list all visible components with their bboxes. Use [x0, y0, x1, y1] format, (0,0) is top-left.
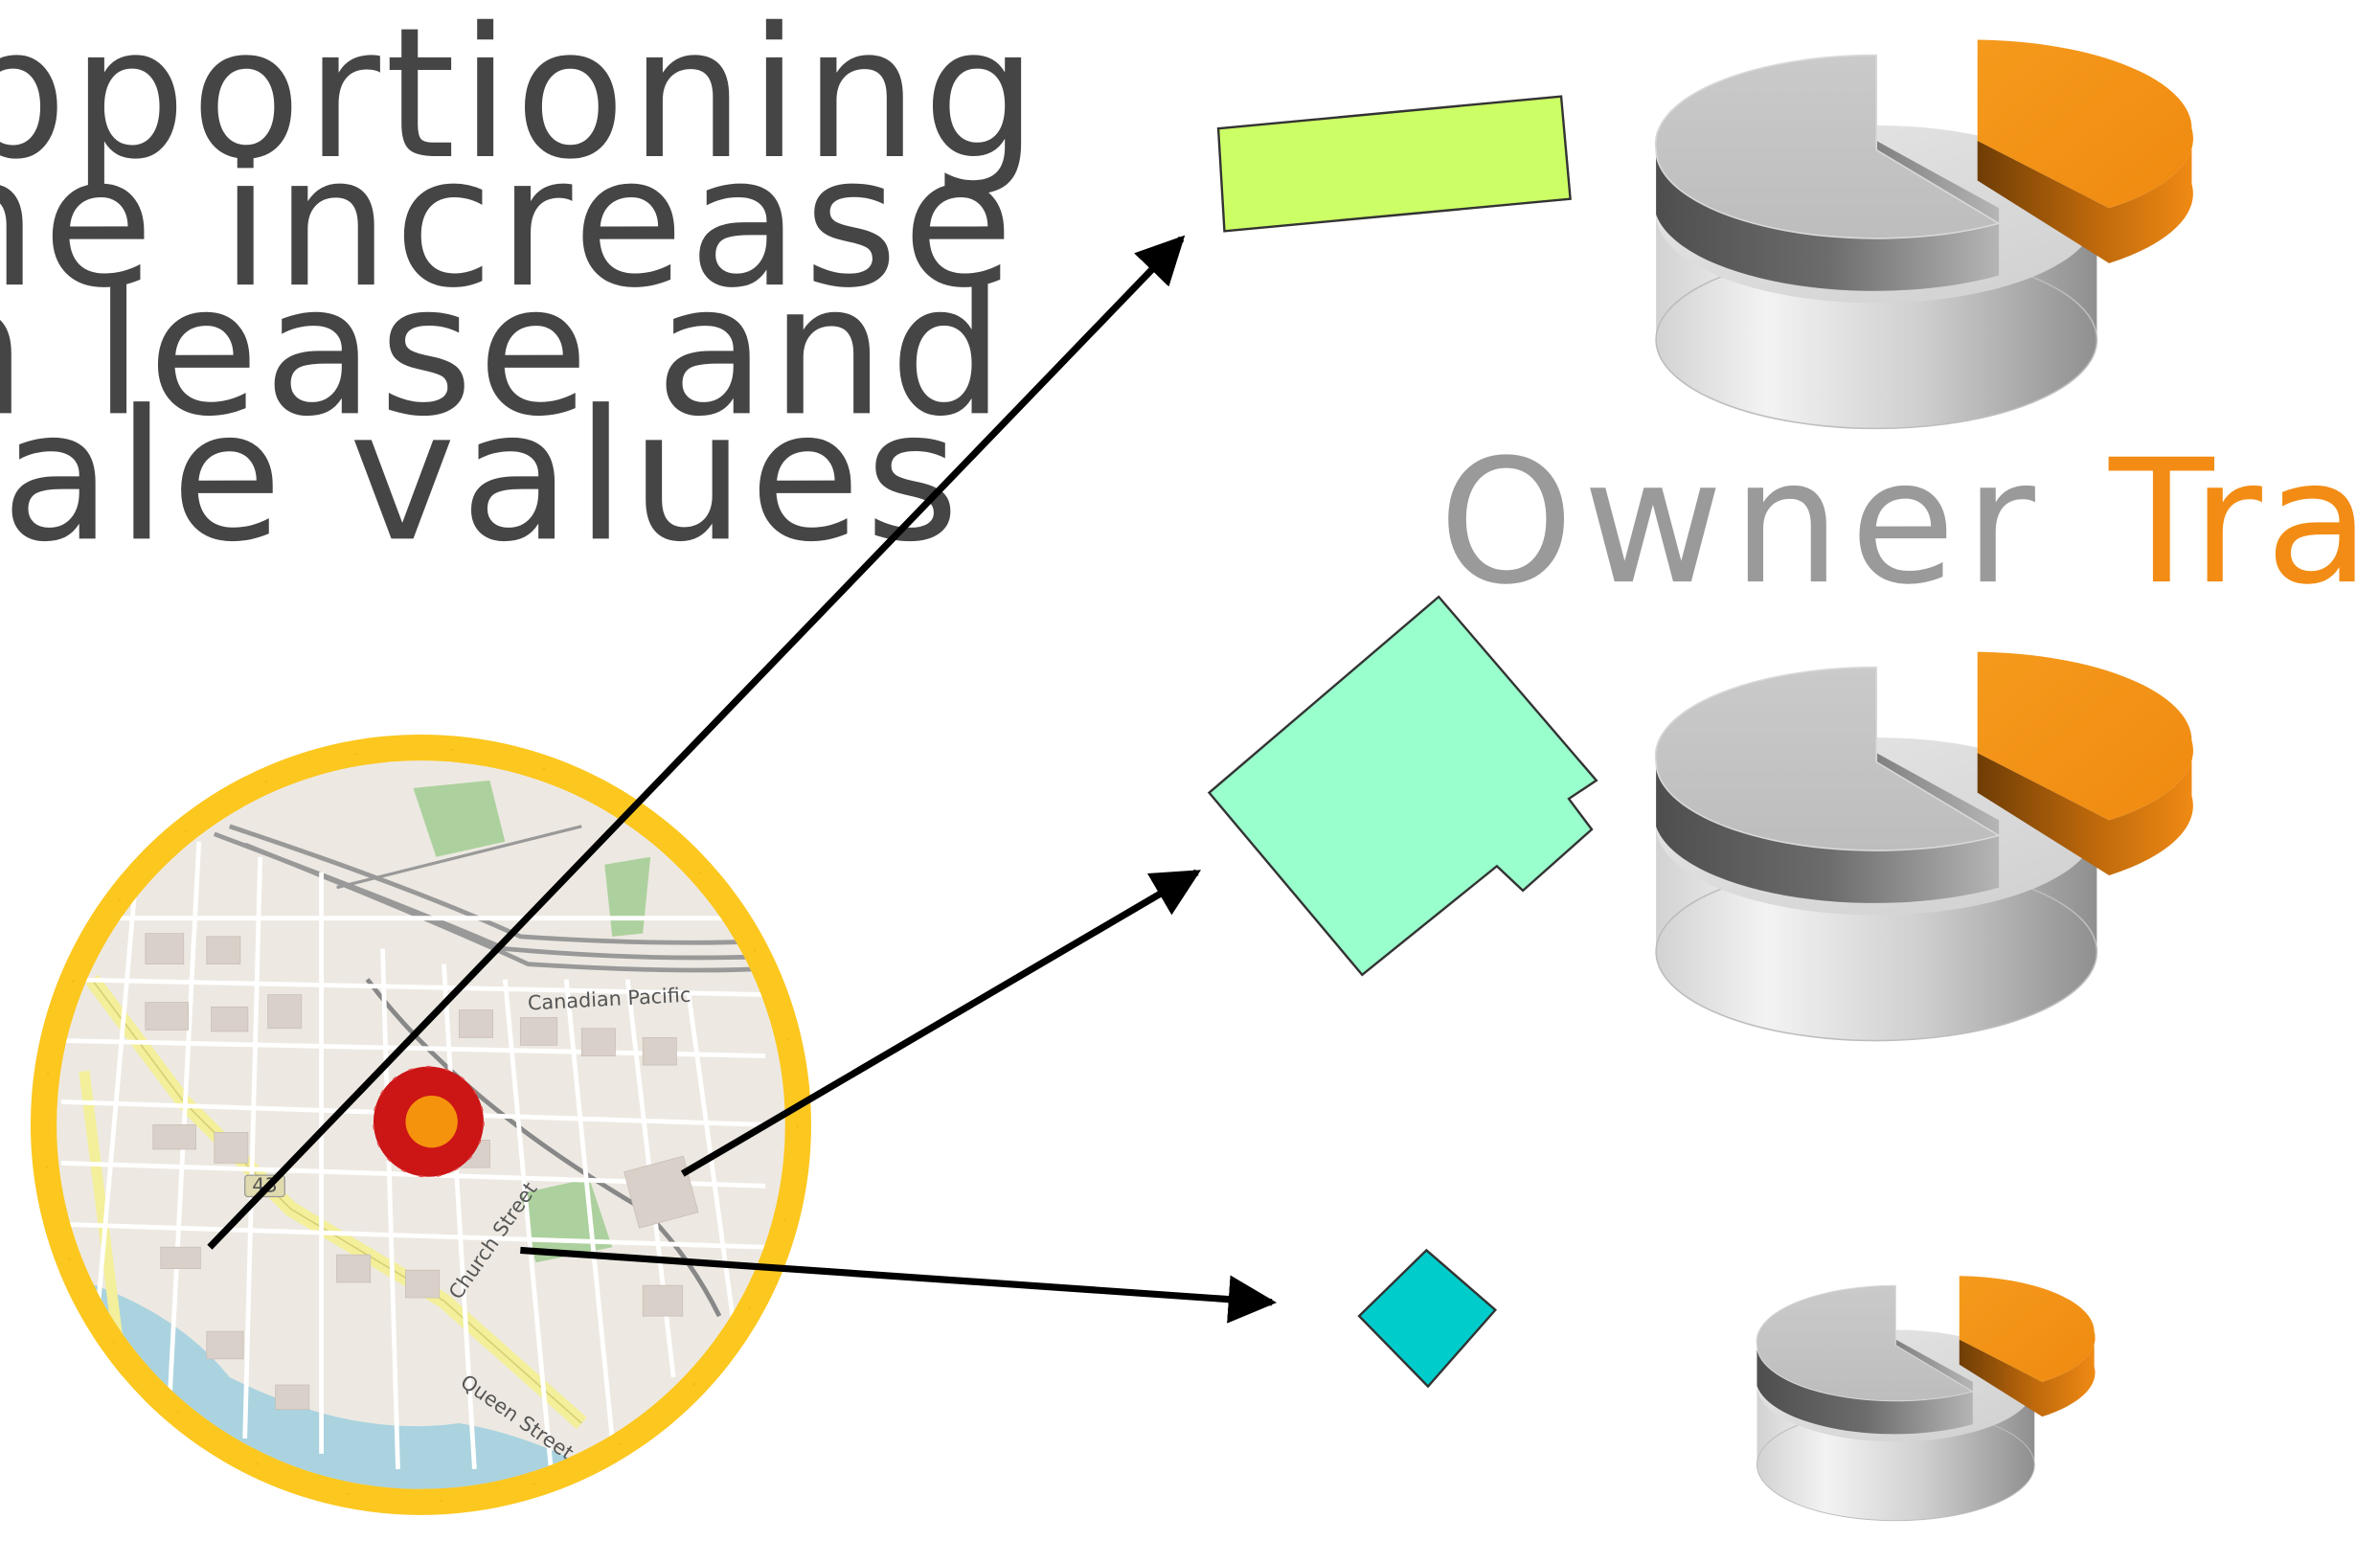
pie-chart-small-icon: [1756, 1275, 2097, 1522]
parcels: [1207, 95, 1598, 1389]
parcel-small: [1357, 1248, 1498, 1389]
station-marker-icon: [373, 1065, 485, 1178]
arrow-to-medium-parcel: [680, 869, 1202, 1177]
title-line: the increase: [0, 118, 1018, 328]
pie-chart-medium-icon: [1654, 650, 2195, 1042]
arrow-to-large-parcel: [207, 235, 1186, 1250]
arrow-to-small-parcel: [520, 1246, 1278, 1324]
title-line: sale values: [0, 372, 963, 581]
pie-chart-large-icon: [1654, 38, 2194, 430]
parcel-medium: [1207, 595, 1598, 977]
title-line: in lease and: [0, 246, 1009, 456]
title-line: Apportioning: [0, 0, 1042, 199]
apportion-arrows: [207, 235, 1278, 1324]
diagram-title: Apportioning the increase in lease and s…: [0, 0, 1042, 581]
parcel-large: [1216, 95, 1572, 233]
legend-train-label: Train: [2108, 423, 2380, 623]
legend-owner-label: Owner: [1439, 423, 2044, 623]
